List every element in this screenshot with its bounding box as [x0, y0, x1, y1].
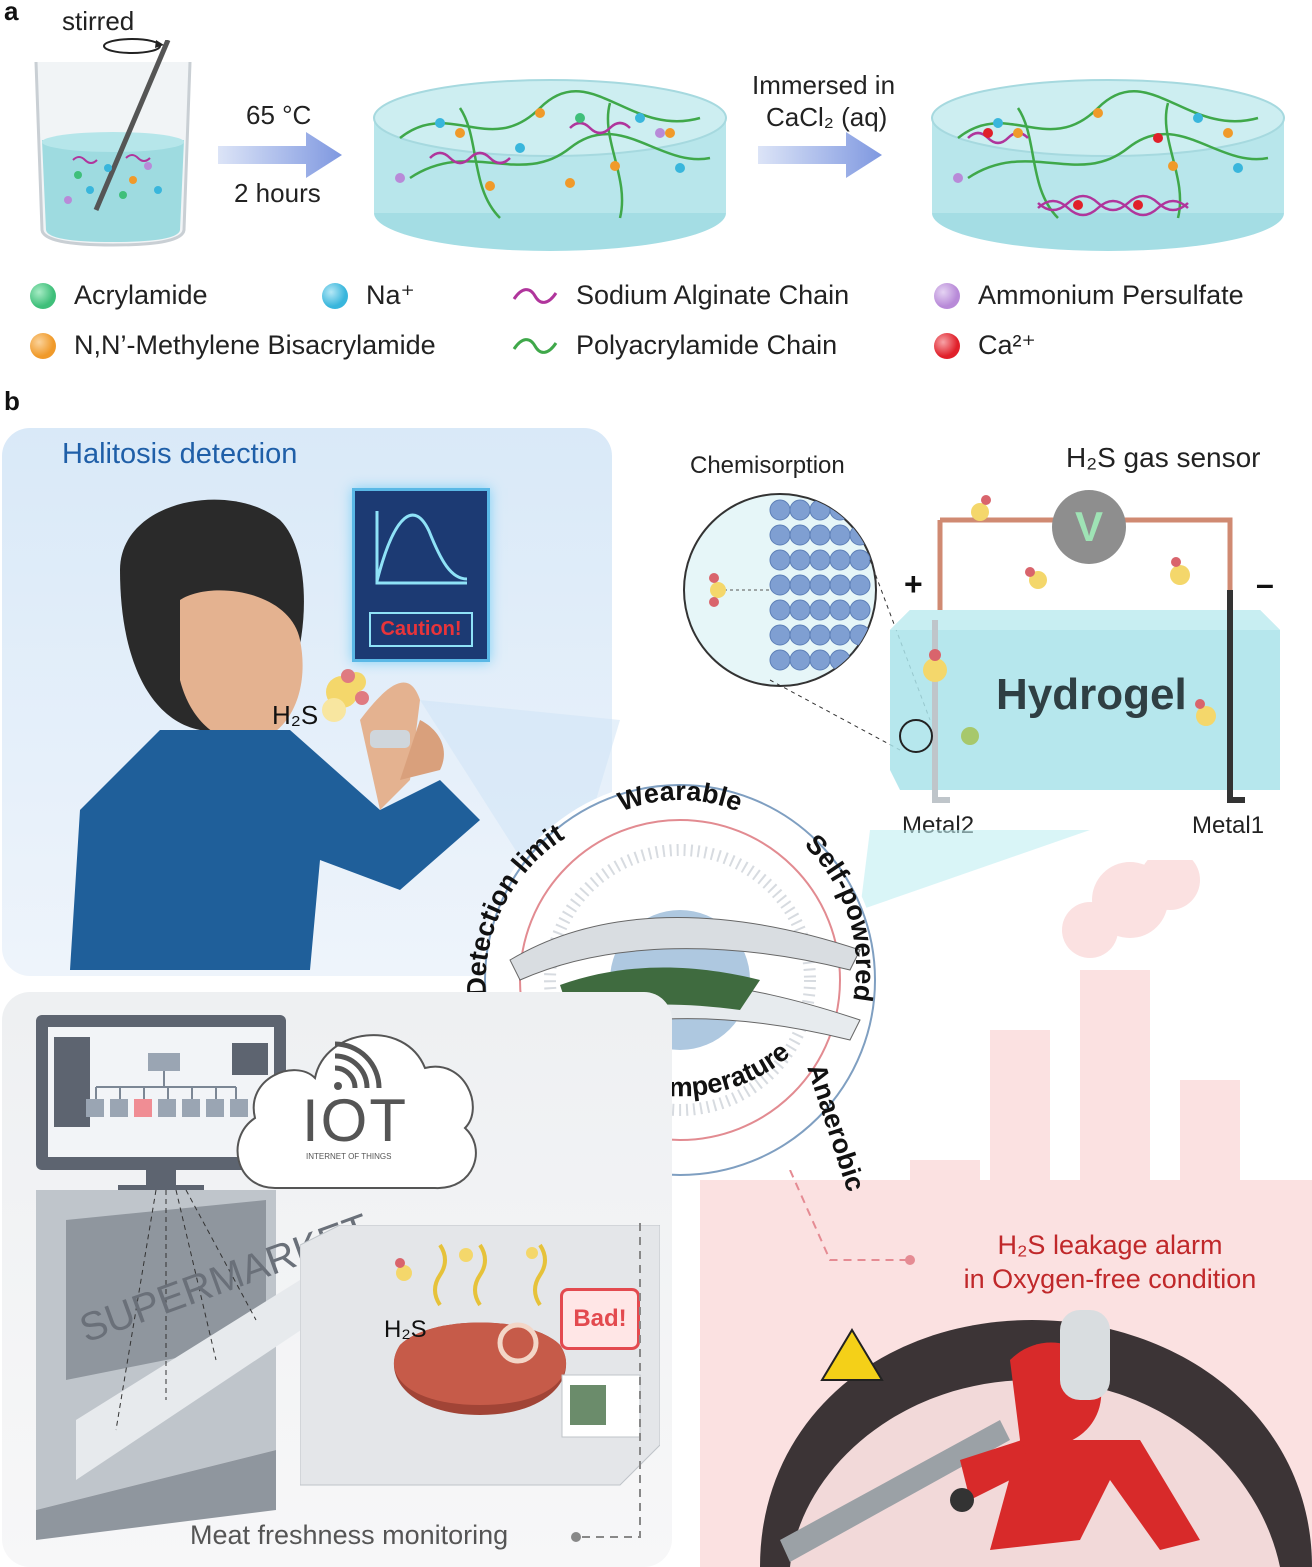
bad-badge: Bad! — [560, 1288, 640, 1350]
iot-subtitle: INTERNET OF THINGS — [306, 1152, 392, 1161]
acrylamide-ball-icon — [30, 282, 56, 309]
legend-item-polyacrylamide: Polyacrylamide Chain — [512, 330, 837, 361]
caution-badge: Caution! — [369, 612, 473, 647]
chemisorption-magnifier — [683, 493, 877, 687]
positive-terminal-label: + — [904, 566, 923, 602]
panel-a-letter: a — [4, 0, 19, 26]
panel-b-letter: b — [4, 386, 20, 416]
voltmeter: V — [1052, 490, 1126, 564]
supermarket-shelf-illustration — [36, 1190, 316, 1540]
meat-freshness-caption: Meat freshness monitoring — [190, 1520, 509, 1550]
legend-item-acrylamide: Acrylamide — [30, 280, 208, 311]
chemisorption-label: Chemisorption — [690, 452, 845, 479]
hydrogel-label: Hydrogel — [996, 670, 1187, 719]
immersed-label: Immersed in — [752, 70, 896, 100]
curve-chart-icon — [375, 511, 468, 585]
iot-title: IOT — [302, 1087, 408, 1154]
sodium-ion-ball-icon — [322, 282, 348, 309]
sensor-title: H₂S gas sensor — [1066, 442, 1261, 473]
metal1-label: Metal1 — [1192, 812, 1265, 839]
breath-puff-icon — [322, 669, 369, 722]
duration-label: 2 hours — [234, 178, 321, 208]
negative-terminal-label: – — [1256, 566, 1274, 602]
legend-item-ammonium-persulfate: Ammonium Persulfate — [934, 280, 1244, 311]
legend-item-bisacrylamide: N,N’-Methylene Bisacrylamide — [30, 330, 436, 361]
monitor-illustration — [36, 1015, 286, 1193]
tunnel-worker-illustration — [760, 1310, 1312, 1567]
cacl2-label: CaCl₂ (aq) — [766, 102, 888, 132]
bisacrylamide-ball-icon — [30, 332, 56, 359]
process-arrow-1 — [218, 132, 342, 178]
halitosis-gas-label: H₂S — [272, 700, 319, 730]
calcium-ion-ball-icon — [934, 332, 960, 359]
beaker-illustration — [18, 39, 208, 250]
person-breathing-illustration — [70, 499, 480, 970]
leakage-label-line1: H₂S leakage alarm — [997, 1230, 1223, 1260]
process-arrow-2 — [758, 132, 882, 178]
cloud-illustration — [236, 1034, 477, 1190]
hydrogel-dish-1 — [370, 78, 730, 253]
halitosis-title: Halitosis detection — [62, 438, 298, 470]
dashed-connector-meat — [571, 1220, 641, 1542]
alginate-chain-icon — [512, 287, 558, 304]
legend-item-calcium-ion: Ca²⁺ — [934, 330, 1036, 361]
persulfate-ball-icon — [934, 282, 960, 309]
legend-item-sodium-alginate: Sodium Alginate Chain — [512, 280, 849, 311]
stirred-label: stirred — [62, 6, 135, 36]
temperature-label: 65 °C — [246, 100, 312, 130]
magnifier-guide-lines — [769, 560, 931, 751]
polyacrylamide-chain-icon — [512, 337, 558, 354]
hydrogel-sensor-illustration — [890, 495, 1280, 803]
rotation-arrow-icon — [103, 38, 164, 54]
meat-gas-label: H₂S — [384, 1316, 427, 1343]
voltmeter-label: V — [1074, 503, 1103, 550]
leakage-label-line2: in Oxygen-free condition — [963, 1264, 1257, 1294]
dashed-connector-leakage — [789, 1170, 915, 1265]
hydrogel-dish-2 — [928, 78, 1288, 253]
legend-item-sodium-ion: Na⁺ — [322, 280, 415, 311]
caution-screen: Caution! — [352, 488, 490, 662]
